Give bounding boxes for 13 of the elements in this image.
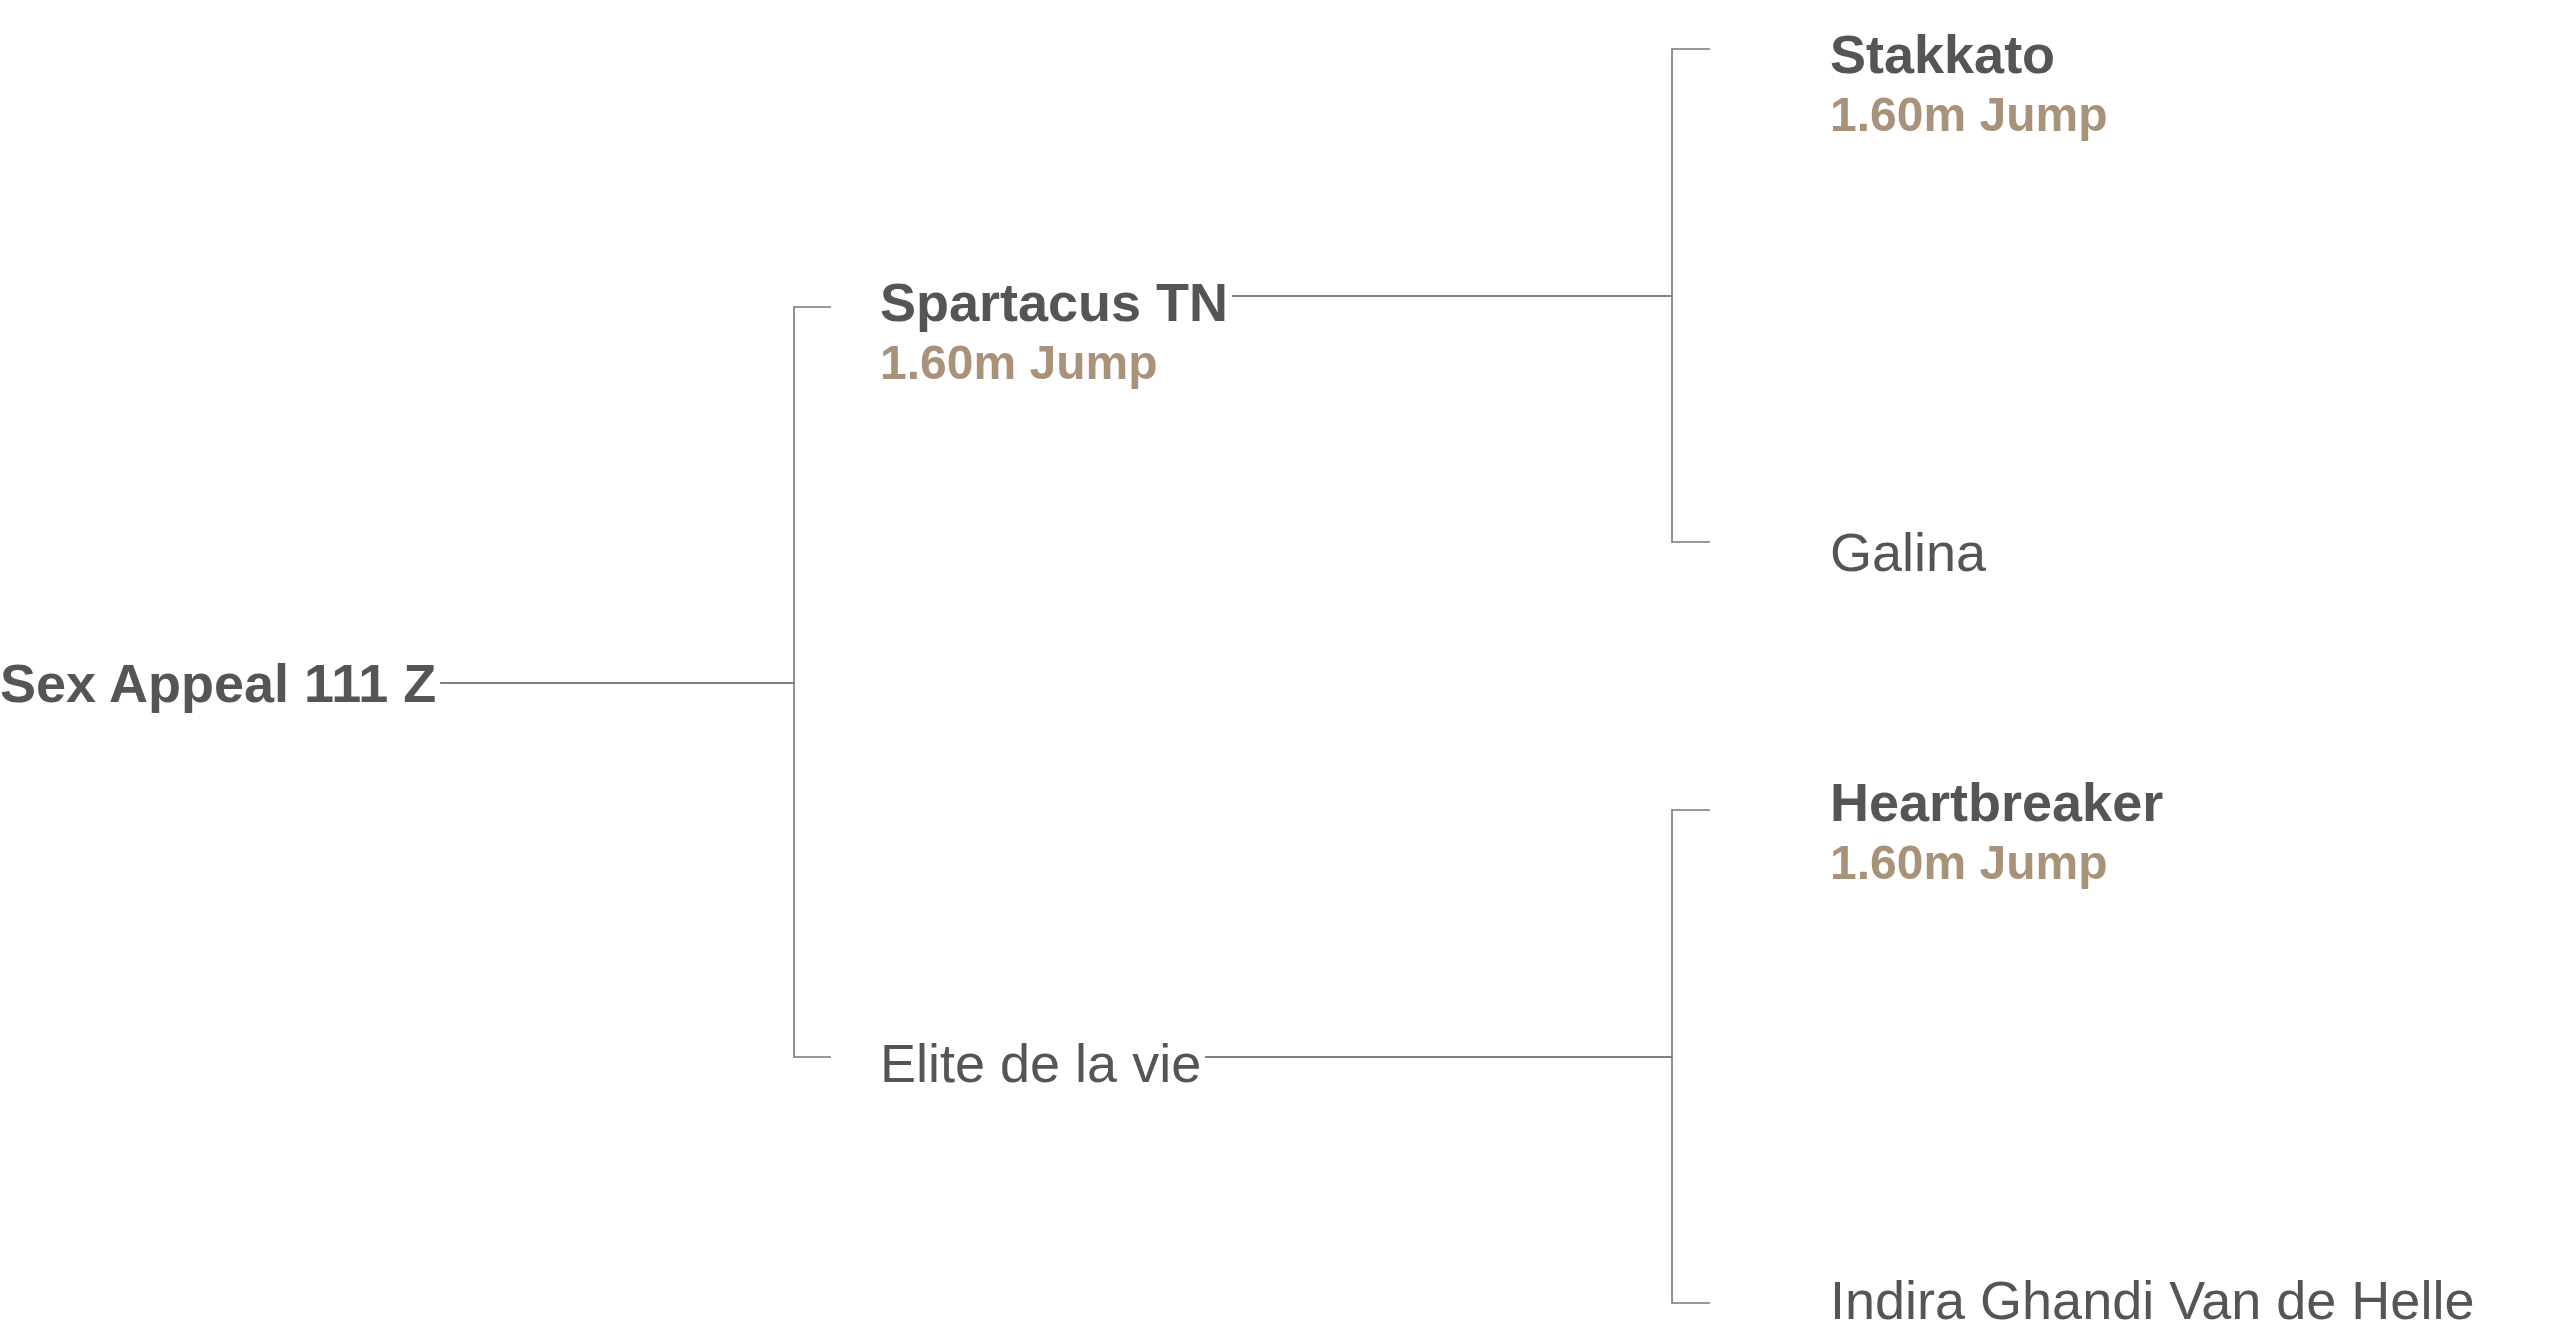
horse-name: Stakkato [1830, 24, 2056, 84]
horse-name: Heartbreaker [1830, 772, 2164, 832]
pedigree-connector [1204, 1056, 1711, 1304]
achievement-text: 1.60m Jump [880, 335, 1158, 391]
horse-name: Indira Ghandi Van de Helle [1830, 1270, 2475, 1330]
pedigree-connector [1231, 295, 1711, 543]
horse-name: Sex Appeal 111 Z [0, 653, 437, 713]
horse-name: Elite de la vie [880, 1033, 1202, 1093]
achievement-text: 1.60m Jump [1830, 835, 2108, 891]
achievement-text: 1.60m Jump [1830, 87, 2108, 143]
pedigree-connector [439, 682, 832, 1058]
horse-name: Galina [1830, 522, 1987, 582]
horse-name: Spartacus TN [880, 272, 1229, 332]
